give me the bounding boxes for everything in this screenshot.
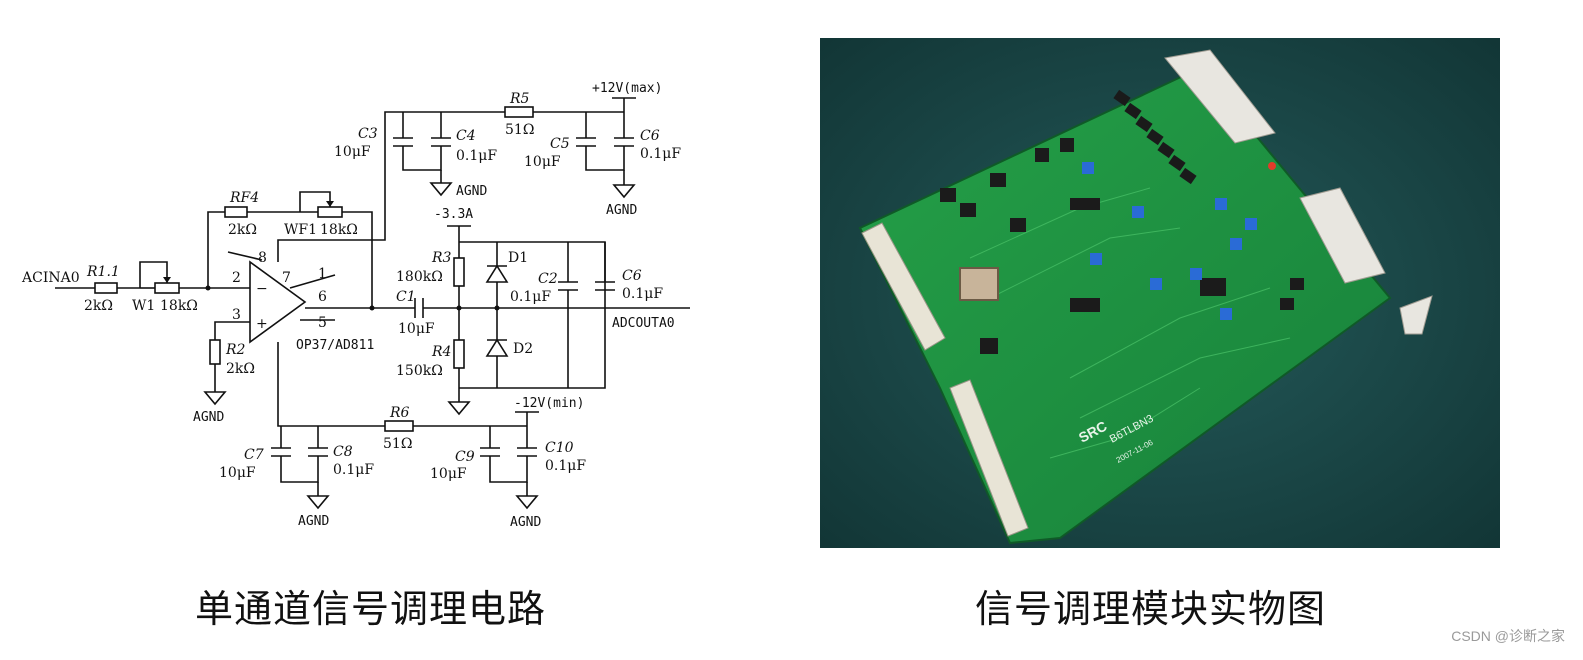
label-opamp: OP37/AD811 bbox=[296, 338, 374, 353]
label-c5-val: 10μF bbox=[524, 154, 561, 170]
resistor-rf4 bbox=[224, 206, 248, 218]
label-c1: C1 bbox=[396, 289, 416, 305]
label-c8: C8 bbox=[333, 444, 353, 460]
watermark: CSDN @诊断之家 bbox=[1451, 628, 1565, 644]
label-c7-val: 10μF bbox=[219, 465, 256, 481]
label-c9: C9 bbox=[455, 449, 475, 465]
potentiometer-w1 bbox=[154, 282, 180, 294]
latch-clip bbox=[1399, 295, 1433, 335]
label-r11-val: 2kΩ bbox=[84, 298, 113, 314]
ground-symbol bbox=[203, 391, 227, 406]
label-agnd-2: AGND bbox=[456, 184, 487, 199]
resistor-r3 bbox=[453, 257, 465, 287]
caption-photo: 信号调理模块实物图 bbox=[975, 587, 1327, 631]
label-c9-val: 10μF bbox=[430, 466, 467, 482]
label-c2: C2 bbox=[538, 271, 558, 287]
label-c5: C5 bbox=[550, 136, 570, 152]
label-r5-val: 51Ω bbox=[505, 122, 534, 138]
label-d2: D2 bbox=[513, 341, 533, 357]
label-c4-val: 0.1μF bbox=[456, 148, 497, 164]
schematic-diagram: ACINA0 R1.1 2kΩ W1 18kΩ RF4 2kΩ WF1 18kΩ… bbox=[0, 0, 740, 560]
diode-d1 bbox=[485, 264, 509, 283]
header-connector-top bbox=[1164, 49, 1276, 144]
label-w1-val: 18kΩ bbox=[160, 298, 198, 314]
label-vneg: -12V(min) bbox=[514, 396, 584, 411]
label-vref: -3.3A bbox=[434, 207, 473, 222]
label-vpos: +12V(max) bbox=[592, 81, 662, 96]
label-r2-val: 2kΩ bbox=[226, 361, 255, 377]
led-red bbox=[1268, 162, 1276, 170]
label-agnd-4: AGND bbox=[298, 514, 329, 529]
header-connector-middle bbox=[1299, 187, 1386, 284]
label-c4: C4 bbox=[456, 128, 476, 144]
potentiometer-wf1 bbox=[317, 206, 343, 218]
label-w1: W1 bbox=[132, 298, 155, 314]
label-pin1: 1 bbox=[318, 266, 327, 282]
label-r6: R6 bbox=[389, 405, 410, 421]
label-c10-val: 0.1μF bbox=[545, 458, 586, 474]
label-r2: R2 bbox=[225, 342, 246, 358]
label-c6b: C6 bbox=[622, 268, 642, 284]
plcc-chip bbox=[959, 267, 999, 301]
label-pin3: 3 bbox=[232, 307, 241, 323]
label-wf1: WF1 bbox=[284, 222, 317, 238]
label-agnd-5: AGND bbox=[510, 515, 541, 530]
label-r5: R5 bbox=[509, 91, 530, 107]
label-agnd-1: AGND bbox=[193, 410, 224, 425]
edge-connector-bottom bbox=[949, 379, 1029, 537]
label-r11: R1.1 bbox=[86, 264, 120, 280]
label-pin7: 7 bbox=[282, 270, 291, 286]
resistor-r4 bbox=[453, 339, 465, 369]
label-rf4-val: 2kΩ bbox=[228, 222, 257, 238]
label-c8-val: 0.1μF bbox=[333, 462, 374, 478]
label-input: ACINA0 bbox=[21, 270, 80, 286]
label-c6a-val: 0.1μF bbox=[640, 146, 681, 162]
pcb-photo: SRC B6TLBN3 2007-11-06 bbox=[820, 38, 1500, 548]
label-c6b-val: 0.1μF bbox=[622, 286, 663, 302]
label-pin2: 2 bbox=[232, 270, 241, 286]
label-plus: + bbox=[256, 316, 268, 332]
edge-connector-top bbox=[861, 222, 946, 351]
label-agnd-3: AGND bbox=[606, 203, 637, 218]
label-c1-val: 10μF bbox=[398, 321, 435, 337]
opamp-triangle bbox=[249, 260, 307, 344]
resistor-r5 bbox=[504, 106, 534, 118]
label-c2-val: 0.1μF bbox=[510, 289, 551, 305]
label-c3: C3 bbox=[358, 126, 378, 142]
label-pin5: 5 bbox=[318, 315, 327, 331]
label-r4-val: 150kΩ bbox=[396, 363, 443, 379]
label-r3: R3 bbox=[431, 250, 452, 266]
label-r3-val: 180kΩ bbox=[396, 269, 443, 285]
label-d1: D1 bbox=[508, 250, 528, 266]
label-c10: C10 bbox=[545, 440, 574, 456]
resistor-r2 bbox=[209, 339, 221, 365]
label-r4: R4 bbox=[431, 344, 451, 360]
caption-schematic: 单通道信号调理电路 bbox=[195, 587, 547, 631]
label-r6-val: 51Ω bbox=[383, 436, 412, 452]
label-rf4: RF4 bbox=[229, 190, 259, 206]
label-minus: − bbox=[256, 281, 268, 297]
resistor-r11 bbox=[94, 282, 118, 294]
label-output: ADCOUTA0 bbox=[612, 316, 675, 331]
label-c6a: C6 bbox=[640, 128, 660, 144]
label-pin6: 6 bbox=[318, 289, 327, 305]
label-pin8: 8 bbox=[258, 250, 267, 266]
label-wf1-val: 18kΩ bbox=[320, 222, 358, 238]
diode-d2 bbox=[485, 338, 509, 357]
resistor-r6 bbox=[384, 420, 414, 432]
label-c3-val: 10μF bbox=[334, 144, 371, 160]
label-c7: C7 bbox=[244, 447, 264, 463]
